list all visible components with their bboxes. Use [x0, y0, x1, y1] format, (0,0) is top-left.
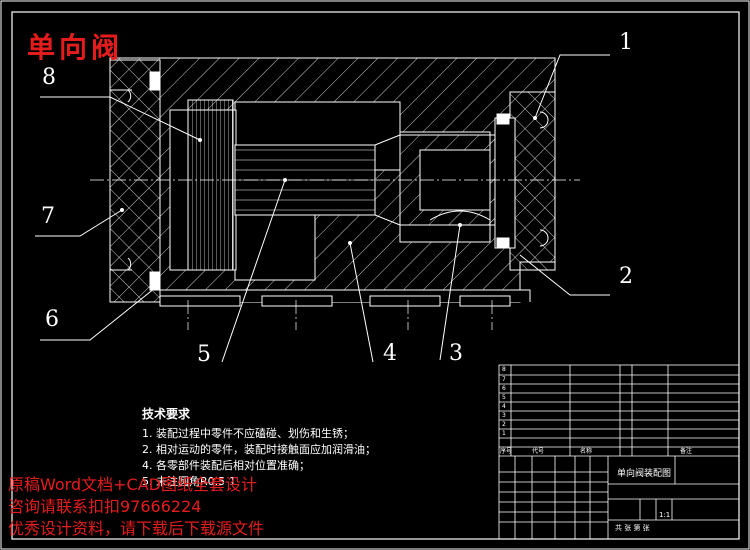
drawing-scale: 1:1: [659, 511, 671, 519]
inner-frame: [11, 11, 740, 540]
tech-req-heading: 技术要求: [142, 407, 191, 421]
watermark-line: 原稿Word文档+CAD图纸全套设计: [8, 475, 257, 494]
tech-req-item: 4. 各零部件装配后相对位置准确；: [142, 459, 310, 472]
callout-4: 4: [383, 341, 397, 366]
header-name: 名称: [580, 448, 593, 455]
watermark-line: 优秀设计资料，请下载后下载源文件: [8, 519, 265, 538]
leader-dots: [120, 116, 537, 290]
leader-lines: [35, 54, 610, 363]
gear: [187, 99, 234, 271]
parts-row-seq: 8: [502, 366, 506, 373]
parts-row-seq: 2: [502, 421, 506, 428]
header-seq: 序号: [500, 448, 513, 455]
drawing-title: 单向阀: [27, 31, 124, 64]
callout-8: 8: [42, 65, 56, 90]
header-remark: 备注: [680, 448, 693, 455]
callout-3: 3: [449, 341, 463, 366]
parts-row-seq: 1: [502, 430, 506, 437]
callout-5: 5: [197, 342, 211, 367]
watermark-line: 咨询请联系扣扣97666224: [8, 497, 202, 516]
callout-6: 6: [45, 307, 59, 332]
left-cover: [109, 59, 161, 303]
sheet-label: 共 张 第 张: [615, 524, 650, 532]
tech-req-item: 2. 相对运动的零件，装配时接触面应加润滑油；: [142, 443, 376, 456]
parts-row-seq: 5: [502, 394, 506, 401]
end-cap: [494, 91, 556, 271]
drawing-name: 单向阀装配图: [617, 469, 672, 479]
parts-row-seq: 4: [502, 403, 506, 410]
callout-1: 1: [619, 30, 633, 55]
callout-7: 7: [41, 204, 55, 229]
tech-req-item: 1. 装配过程中零件不应磕碰、划伤和生锈；: [142, 427, 354, 440]
parts-row-seq: 3: [502, 412, 506, 419]
parts-row-seq: 7: [502, 376, 506, 383]
centerlines: [90, 179, 580, 330]
header-code: 代号: [532, 448, 545, 455]
parts-row-seq: 6: [502, 385, 506, 392]
tech-req-item: 5. 未注圆角R0.5-1: [142, 475, 237, 488]
title-block: [498, 364, 740, 540]
callout-2: 2: [619, 264, 633, 289]
